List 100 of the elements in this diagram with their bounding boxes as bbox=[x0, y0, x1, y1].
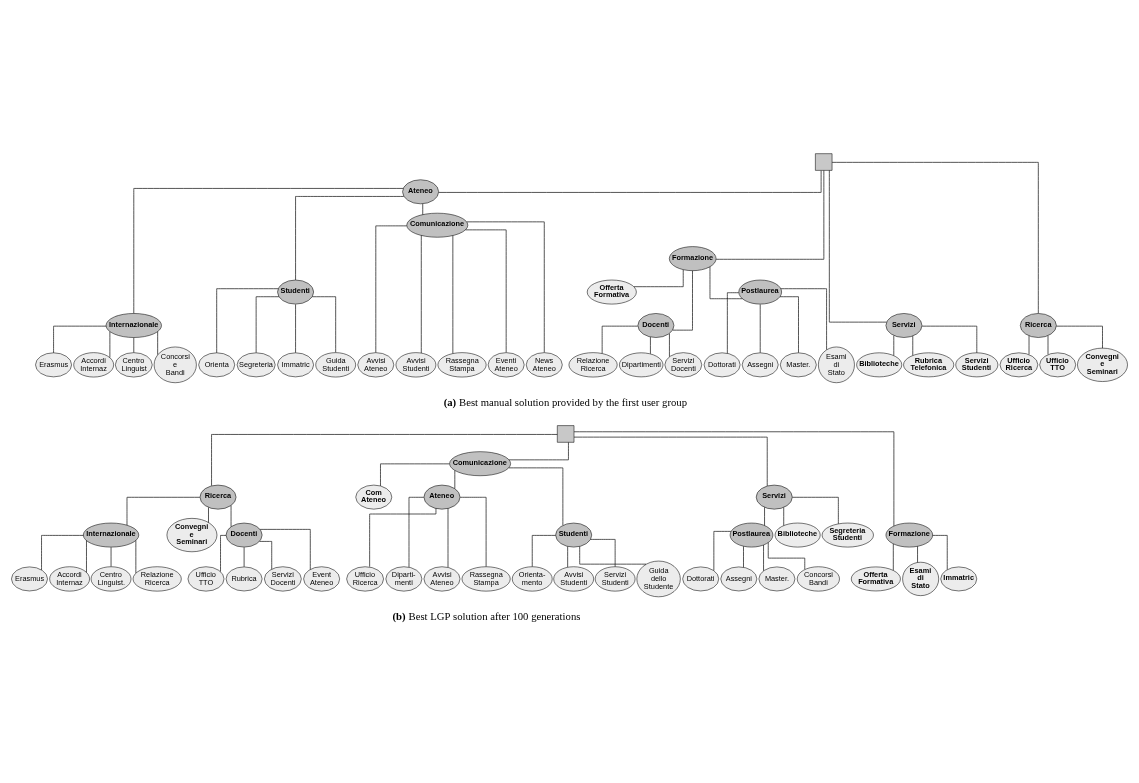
node-ellipse: Studenti bbox=[555, 522, 592, 547]
node-ellipse: Centro Linguist bbox=[115, 351, 153, 377]
node-ellipse: Biblioteche bbox=[774, 522, 821, 547]
connector bbox=[369, 507, 437, 567]
node-ellipse: Orienta- mento bbox=[512, 565, 553, 591]
node-ellipse: Ufficio TTO bbox=[1039, 352, 1076, 377]
connector bbox=[508, 441, 569, 460]
connector bbox=[380, 463, 450, 486]
node-ellipse: Dottorati bbox=[682, 566, 720, 591]
node-ellipse: Formazione bbox=[885, 522, 933, 547]
connector bbox=[917, 545, 918, 563]
node-ellipse: Internazionale bbox=[83, 522, 140, 547]
node-ellipse: Dipartimenti bbox=[619, 352, 664, 377]
node-ellipse: Biblioteche bbox=[856, 352, 903, 377]
node-ellipse: Rassegna Stampa bbox=[437, 351, 487, 377]
node-ellipse: Docenti bbox=[637, 312, 675, 338]
connector bbox=[86, 539, 87, 573]
node-ellipse: Master. bbox=[780, 352, 817, 377]
node-ellipse: Orienta bbox=[198, 352, 235, 377]
connector bbox=[831, 161, 1039, 314]
node-ellipse: Formazione bbox=[669, 245, 717, 271]
node-ellipse: Accordi Internaz bbox=[73, 351, 114, 377]
node-ellipse: Centro Linguist. bbox=[90, 565, 132, 591]
connector bbox=[579, 545, 647, 564]
node-ellipse: Immatric bbox=[940, 566, 978, 591]
node-ellipse: Postlaurea bbox=[729, 522, 774, 547]
node-ellipse: Avvisi Ateneo bbox=[357, 351, 395, 377]
label: (a) Best manual solution provided by the first user group bbox=[443, 395, 687, 408]
label: (b) Best LGP solution after 100 generations bbox=[392, 609, 581, 622]
node-box bbox=[557, 424, 575, 443]
node-ellipse: Erasmus bbox=[11, 566, 48, 591]
node-ellipse: Internazionale bbox=[105, 312, 162, 338]
node-box bbox=[815, 152, 833, 171]
connector bbox=[779, 295, 799, 353]
node-ellipse: Master. bbox=[758, 566, 796, 591]
connector bbox=[420, 234, 422, 353]
node-ellipse: Avvisi Studenti bbox=[395, 351, 437, 377]
node-ellipse: Immatric bbox=[277, 352, 314, 377]
node-ellipse: Servizi Docenti bbox=[264, 565, 302, 591]
node-ellipse: Convegni e Seminari bbox=[1077, 347, 1128, 382]
node-ellipse: Rubrica bbox=[225, 566, 263, 591]
node-ellipse: Ufficio Ricerca bbox=[346, 565, 384, 591]
node-circle: Esami di Stato bbox=[902, 561, 939, 596]
node-ellipse: Servizi bbox=[755, 484, 793, 509]
node-ellipse: Assegni bbox=[720, 566, 758, 591]
node-ellipse: Studenti bbox=[277, 279, 314, 304]
connector bbox=[53, 325, 107, 353]
node-ellipse: Dottorati bbox=[703, 352, 741, 377]
connector bbox=[763, 544, 764, 571]
node-ellipse: Event Ateneo bbox=[303, 565, 340, 591]
node-ellipse: Erasmus bbox=[35, 352, 72, 377]
node-ellipse: Avvisi Ateneo bbox=[423, 565, 461, 591]
node-ellipse: Servizi Studenti bbox=[594, 565, 636, 591]
node-ellipse: Servizi Docenti bbox=[664, 351, 703, 377]
node-ellipse: Eventi Ateneo bbox=[487, 351, 525, 377]
node-circle: Esami di Stato bbox=[818, 346, 855, 383]
node-ellipse: Relazione Ricerca bbox=[568, 351, 618, 377]
connector bbox=[447, 507, 449, 567]
node-ellipse: Ricerca bbox=[199, 484, 237, 509]
connector bbox=[41, 534, 84, 570]
node-ellipse: Relazione Ricerca bbox=[132, 565, 182, 591]
node-ellipse: Offerta Formativa bbox=[851, 566, 901, 591]
node-ellipse: Concorsi Bandi bbox=[796, 565, 840, 591]
node-ellipse: Ufficio Ricerca bbox=[999, 352, 1039, 377]
connector bbox=[211, 433, 558, 486]
node-ellipse: Assegni bbox=[741, 352, 779, 377]
node-ellipse: Convegni e Seminari bbox=[166, 517, 218, 552]
node-ellipse: News Ateneo bbox=[525, 351, 563, 377]
node-ellipse: Segreteria bbox=[236, 352, 276, 377]
node-ellipse: Ateneo bbox=[402, 179, 439, 204]
connector bbox=[531, 534, 556, 567]
node-ellipse: Docenti bbox=[225, 522, 263, 547]
node-ellipse: Rubrica Telefonica bbox=[903, 352, 955, 377]
connector bbox=[295, 195, 405, 280]
node-ellipse: Ricerca bbox=[1020, 312, 1057, 338]
node-ellipse: Comunicazione bbox=[406, 212, 469, 237]
node-ellipse: Servizi Studenti bbox=[955, 352, 999, 377]
connector bbox=[452, 234, 454, 354]
connector bbox=[220, 534, 227, 572]
node-ellipse: Avvisi Studenti bbox=[553, 565, 594, 591]
node-ellipse: Postlaurea bbox=[738, 279, 782, 304]
node-ellipse: Servizi bbox=[885, 312, 923, 338]
node-ellipse: Accordi Internaz bbox=[49, 565, 90, 591]
node-ellipse: Rassegna Stampa bbox=[461, 565, 511, 591]
connector bbox=[709, 265, 743, 299]
connector bbox=[764, 506, 765, 526]
connector bbox=[135, 539, 137, 573]
connector bbox=[727, 291, 739, 354]
connector bbox=[743, 545, 744, 568]
node-ellipse: Concorsi e Bandi bbox=[153, 346, 197, 383]
connector bbox=[672, 269, 693, 330]
node-ellipse: Guida dello Studente bbox=[636, 560, 681, 597]
node-ellipse: Diparti- menti bbox=[385, 565, 423, 591]
connector bbox=[1056, 325, 1103, 349]
node-ellipse: Ateneo bbox=[423, 484, 461, 509]
node-ellipse: Offerta Formativa bbox=[586, 279, 637, 304]
node-ellipse: Comunicazione bbox=[449, 450, 511, 476]
node-ellipse: Com Ateneo bbox=[355, 484, 393, 509]
connector bbox=[829, 169, 887, 322]
connector bbox=[590, 538, 616, 567]
